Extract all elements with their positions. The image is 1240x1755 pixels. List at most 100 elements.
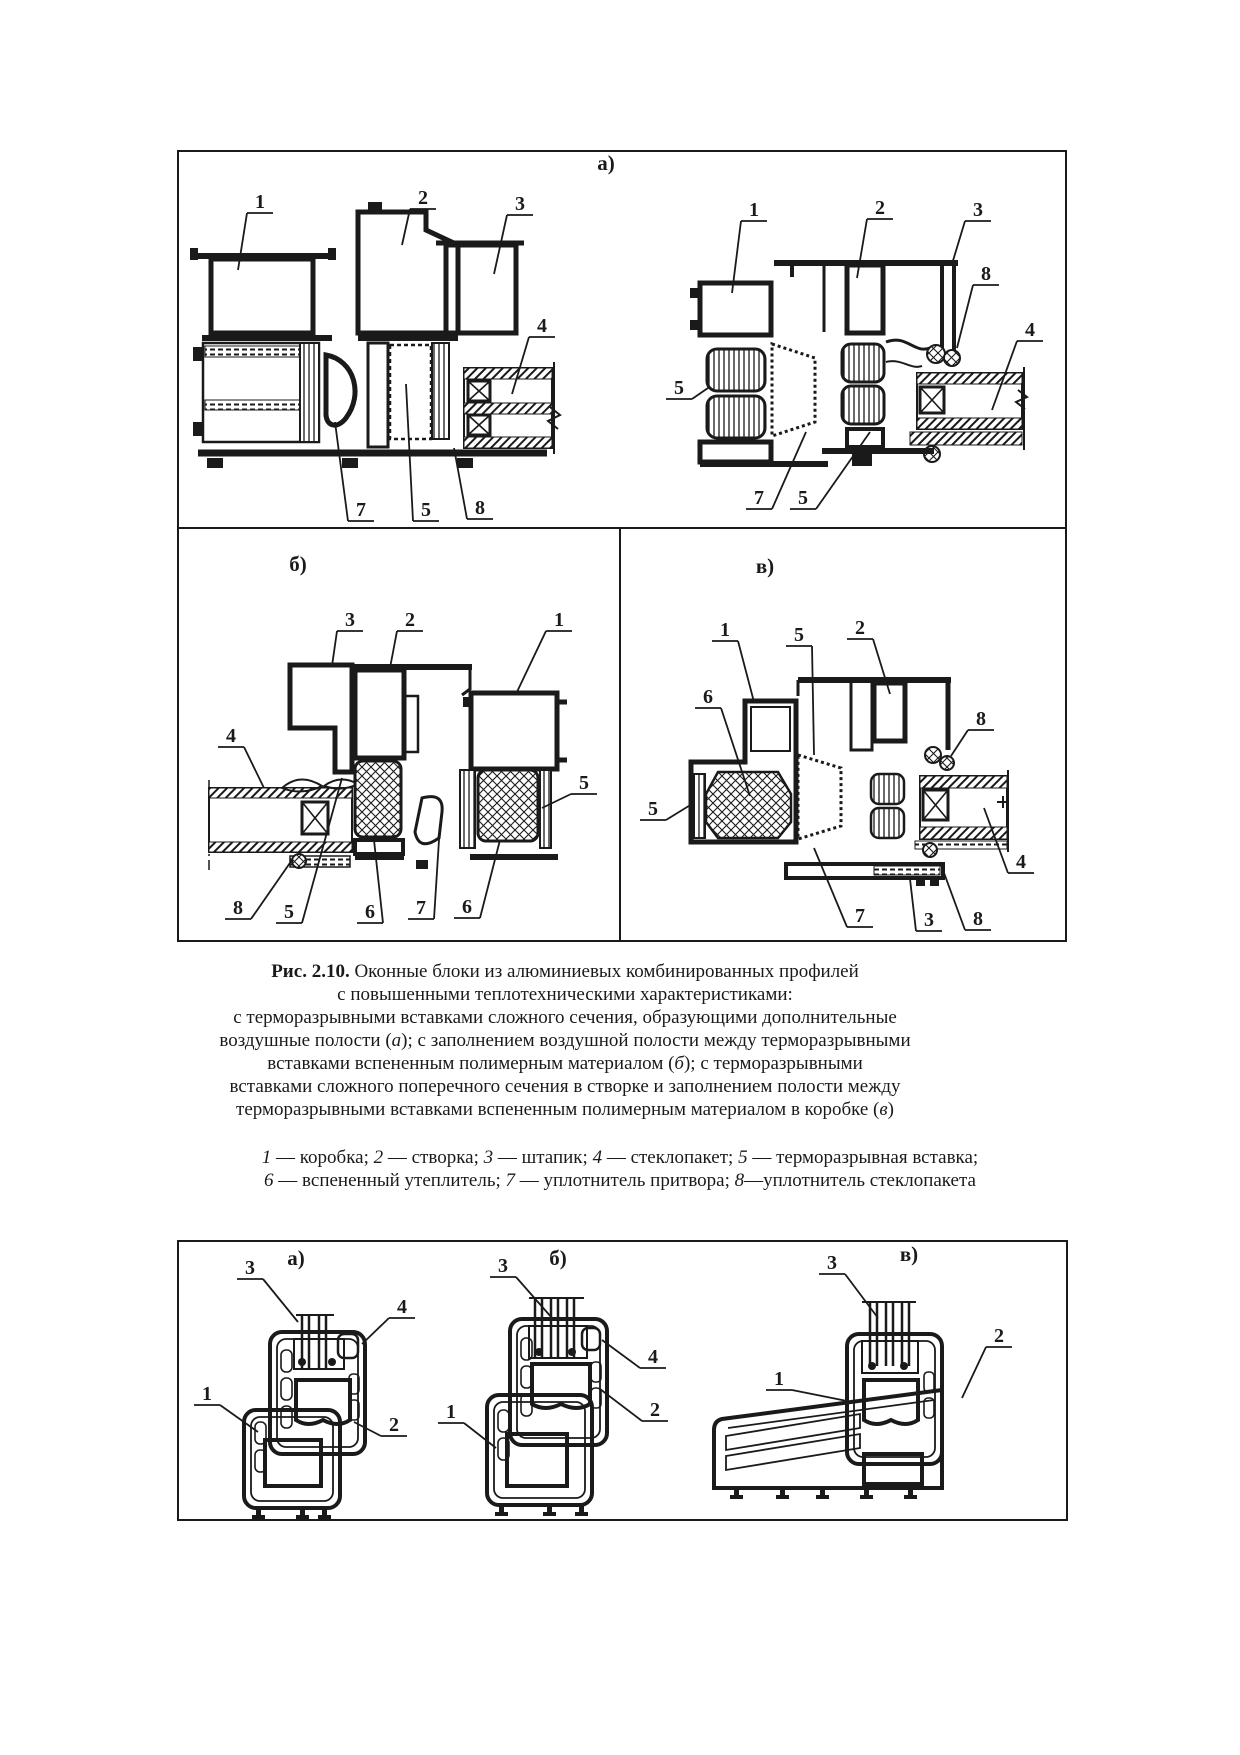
legend-line: 1 — коробка; 2 — створка; 3 — штапик; 4 …	[261, 1147, 979, 1168]
callout-leader	[361, 1317, 390, 1345]
callout-leader	[951, 220, 966, 265]
callout-number: 3	[924, 909, 934, 931]
callout-number: 6	[462, 896, 472, 918]
callout-leader	[493, 214, 508, 275]
callout-number: 4	[1016, 851, 1026, 873]
callout-number: 3	[498, 1255, 508, 1277]
callout-leader	[956, 284, 974, 349]
callout-number: 2	[405, 609, 415, 631]
callout-number: 4	[1025, 319, 1035, 341]
callout-leader	[373, 839, 384, 924]
callout-leader	[991, 340, 1018, 411]
caption-line: вставками сложного поперечного сечения в…	[229, 1076, 901, 1097]
callout-number: 8	[981, 263, 991, 285]
panel-label: б)	[289, 552, 307, 576]
callout-number: 7	[356, 499, 366, 521]
figure-2-10-svg: а)б)в)1234758123845753214585676152685738…	[179, 152, 1065, 940]
callout-leader	[479, 839, 501, 919]
section-a-left-drawing	[190, 202, 562, 468]
section-b-drawing	[208, 662, 567, 874]
callout-number: 5	[421, 499, 431, 521]
callout-number: 3	[345, 609, 355, 631]
callout-leader	[691, 387, 709, 400]
callout-number: 5	[648, 798, 658, 820]
legend-line: 6 — вспененный утеплитель; 7 — уплотните…	[264, 1170, 976, 1191]
callout-leader	[405, 383, 414, 522]
callout-number: 5	[579, 772, 589, 794]
callout-number: 8	[976, 708, 986, 730]
callout-number: 6	[365, 901, 375, 923]
caption-line: Рис. 2.10. Оконные блоки из алюминиевых …	[271, 961, 859, 982]
callout-leader	[541, 793, 572, 809]
pvc-section-b-drawing	[485, 1297, 609, 1516]
panel-label: в)	[756, 554, 774, 578]
callout-leader	[939, 861, 966, 931]
callout-leader	[983, 807, 1009, 874]
callout-leader	[334, 421, 349, 522]
callout-number: 1	[774, 1368, 784, 1390]
callout-number: 2	[994, 1325, 1004, 1347]
callout-number: 3	[515, 193, 525, 215]
callout-number: 2	[418, 187, 428, 209]
caption-line: терморазрывными вставками вспененным пол…	[236, 1099, 894, 1120]
callout-leader	[433, 823, 441, 920]
callout-leader	[243, 746, 265, 789]
callout-leader	[237, 212, 248, 271]
callout-number: 6	[703, 686, 713, 708]
callout-leader	[856, 218, 868, 279]
callout-number: 1	[202, 1383, 212, 1405]
callout-number: 4	[226, 725, 236, 747]
caption-line: воздушные полости (а); с заполнением воз…	[219, 1030, 911, 1051]
callout-number: 2	[875, 197, 885, 219]
callout-leader	[791, 1389, 853, 1403]
callout-leader	[463, 1422, 497, 1449]
callout-number: 3	[827, 1252, 837, 1274]
caption-line: с терморазрывными вставками сложного сеч…	[233, 1007, 897, 1028]
callout-leader	[961, 1346, 987, 1399]
callout-leader	[950, 729, 969, 757]
callout-number: 7	[754, 487, 764, 509]
callout-leader	[250, 859, 293, 920]
callout-number: 5	[794, 624, 804, 646]
figure-legend: 1 — коробка; 2 — створка; 3 — штапик; 4 …	[110, 1146, 1130, 1192]
caption-line: с повышенными теплотехническими характер…	[337, 984, 793, 1005]
callout-number: 8	[475, 497, 485, 519]
callout-leader	[219, 1404, 259, 1433]
callout-leader	[665, 803, 693, 821]
callout-leader	[262, 1278, 299, 1323]
panel-label: а)	[287, 1246, 305, 1270]
callout-leader	[844, 1273, 879, 1319]
callout-leader	[811, 645, 815, 756]
callout-number: 1	[554, 609, 564, 631]
callout-leader	[737, 640, 755, 703]
callout-leader	[401, 208, 411, 246]
callout-leader	[515, 630, 547, 695]
panel-label: а)	[597, 152, 615, 175]
callout-number: 4	[397, 1296, 407, 1318]
callout-number: 1	[720, 619, 730, 641]
figure-caption: Рис. 2.10. Оконные блоки из алюминиевых …	[80, 960, 1050, 1121]
callout-leader	[813, 847, 848, 928]
callout-leader	[731, 220, 742, 294]
callout-number: 4	[537, 315, 547, 337]
section-a-right-drawing	[690, 260, 1029, 467]
panel-label: в)	[900, 1242, 918, 1266]
callout-number: 4	[648, 1346, 658, 1368]
callout-leader	[771, 431, 807, 510]
callout-leader	[599, 1388, 643, 1422]
callout-number: 7	[416, 897, 426, 919]
callout-number: 1	[749, 199, 759, 221]
callout-leader	[331, 630, 338, 667]
section-v-drawing	[688, 677, 1009, 886]
callout-leader	[815, 431, 871, 510]
callout-leader	[301, 777, 343, 924]
callout-leader	[909, 878, 917, 932]
callout-leader	[720, 707, 751, 797]
callout-number: 3	[973, 199, 983, 221]
callout-number: 5	[798, 487, 808, 509]
